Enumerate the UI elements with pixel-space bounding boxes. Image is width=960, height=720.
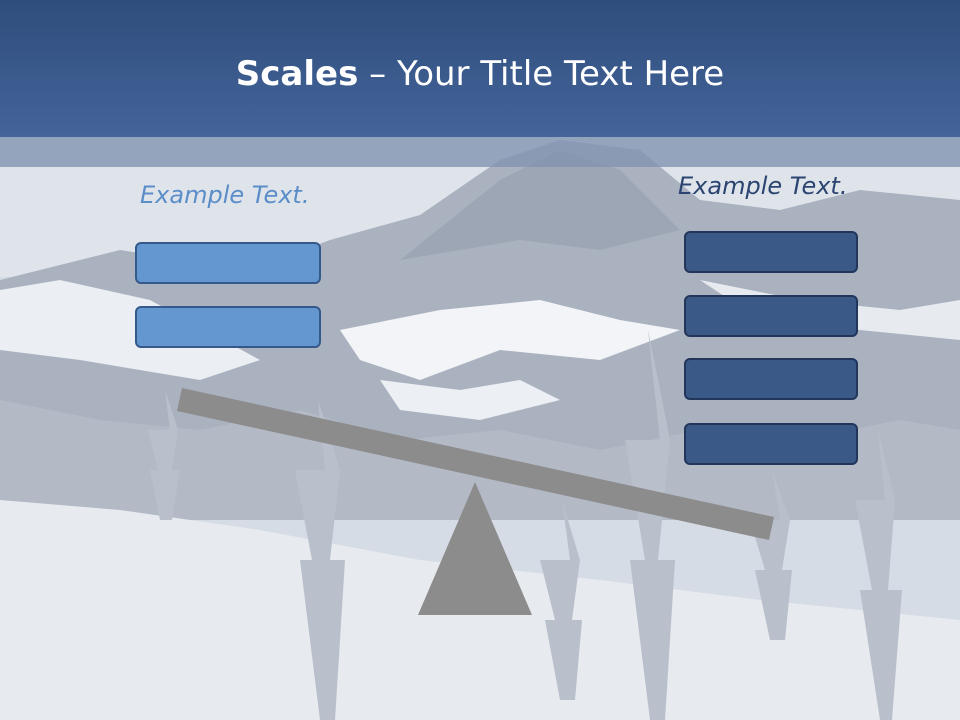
title-strip — [0, 137, 960, 167]
right-box-4 — [684, 423, 858, 465]
right-box-3 — [684, 358, 858, 400]
fulcrum-triangle — [418, 482, 532, 615]
title-bold: Scales — [235, 54, 359, 94]
left-example-text: Example Text. — [140, 181, 310, 209]
right-box-1 — [684, 231, 858, 273]
right-example-text: Example Text. — [678, 172, 848, 200]
title-rest: – Your Title Text Here — [358, 54, 725, 94]
left-box-2 — [135, 306, 321, 348]
seesaw-beam — [177, 388, 774, 540]
slide-title: Scales – Your Title Text Here — [0, 52, 960, 96]
left-box-1 — [135, 242, 321, 284]
title-bar — [0, 0, 960, 137]
right-box-2 — [684, 295, 858, 337]
